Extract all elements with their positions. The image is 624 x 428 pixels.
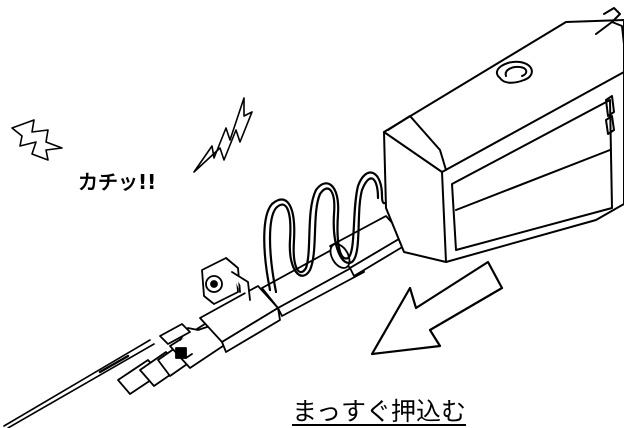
lightning-bolt-icon [193, 97, 253, 173]
instruction-caption: まっすぐ押込む [292, 397, 467, 426]
lc-connector [117, 321, 227, 395]
fiber-cable [3, 339, 155, 428]
inspection-probe-body [383, 7, 624, 263]
lightning-bolt-icon [11, 119, 63, 161]
adapter [199, 257, 281, 353]
push-arrow-icon [370, 260, 504, 356]
click-sound-label: カチッ!! [78, 170, 157, 194]
probe-shaft [261, 215, 405, 317]
